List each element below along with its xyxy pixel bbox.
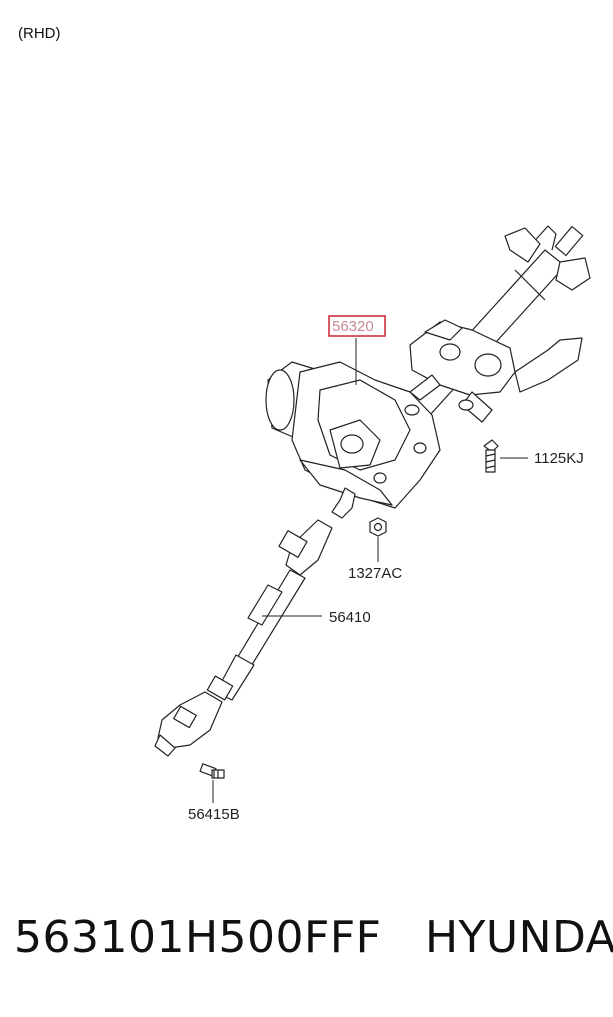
- variant-label: (RHD): [18, 25, 61, 42]
- bolt-1125kj: [483, 439, 499, 473]
- column-tube-upper: [399, 225, 591, 427]
- callout-steering-column[interactable]: 56320: [332, 318, 374, 335]
- footer-brand: HYUNDAI: [424, 912, 613, 963]
- eps-motor-housing: [265, 361, 441, 519]
- intermediate-shaft: [154, 519, 333, 757]
- callout-bolt-lower[interactable]: 56415B: [188, 806, 240, 823]
- nut-1327ac: [369, 517, 387, 537]
- callout-intermediate-shaft[interactable]: 56410: [329, 609, 371, 626]
- callout-bolt-upper[interactable]: 1125KJ: [534, 450, 584, 467]
- footer-caption: 563101H500FFF HYUNDAI: [14, 912, 613, 963]
- footer-part-number: 563101H500FFF: [14, 912, 382, 963]
- tilt-bracket: [409, 319, 583, 423]
- callout-nut[interactable]: 1327AC: [348, 565, 402, 582]
- steering-column-diagram: 56320 1125KJ 1327AC 56410 56415B: [154, 225, 591, 823]
- highlight-box: [328, 315, 386, 337]
- bolt-56415b: [199, 763, 225, 779]
